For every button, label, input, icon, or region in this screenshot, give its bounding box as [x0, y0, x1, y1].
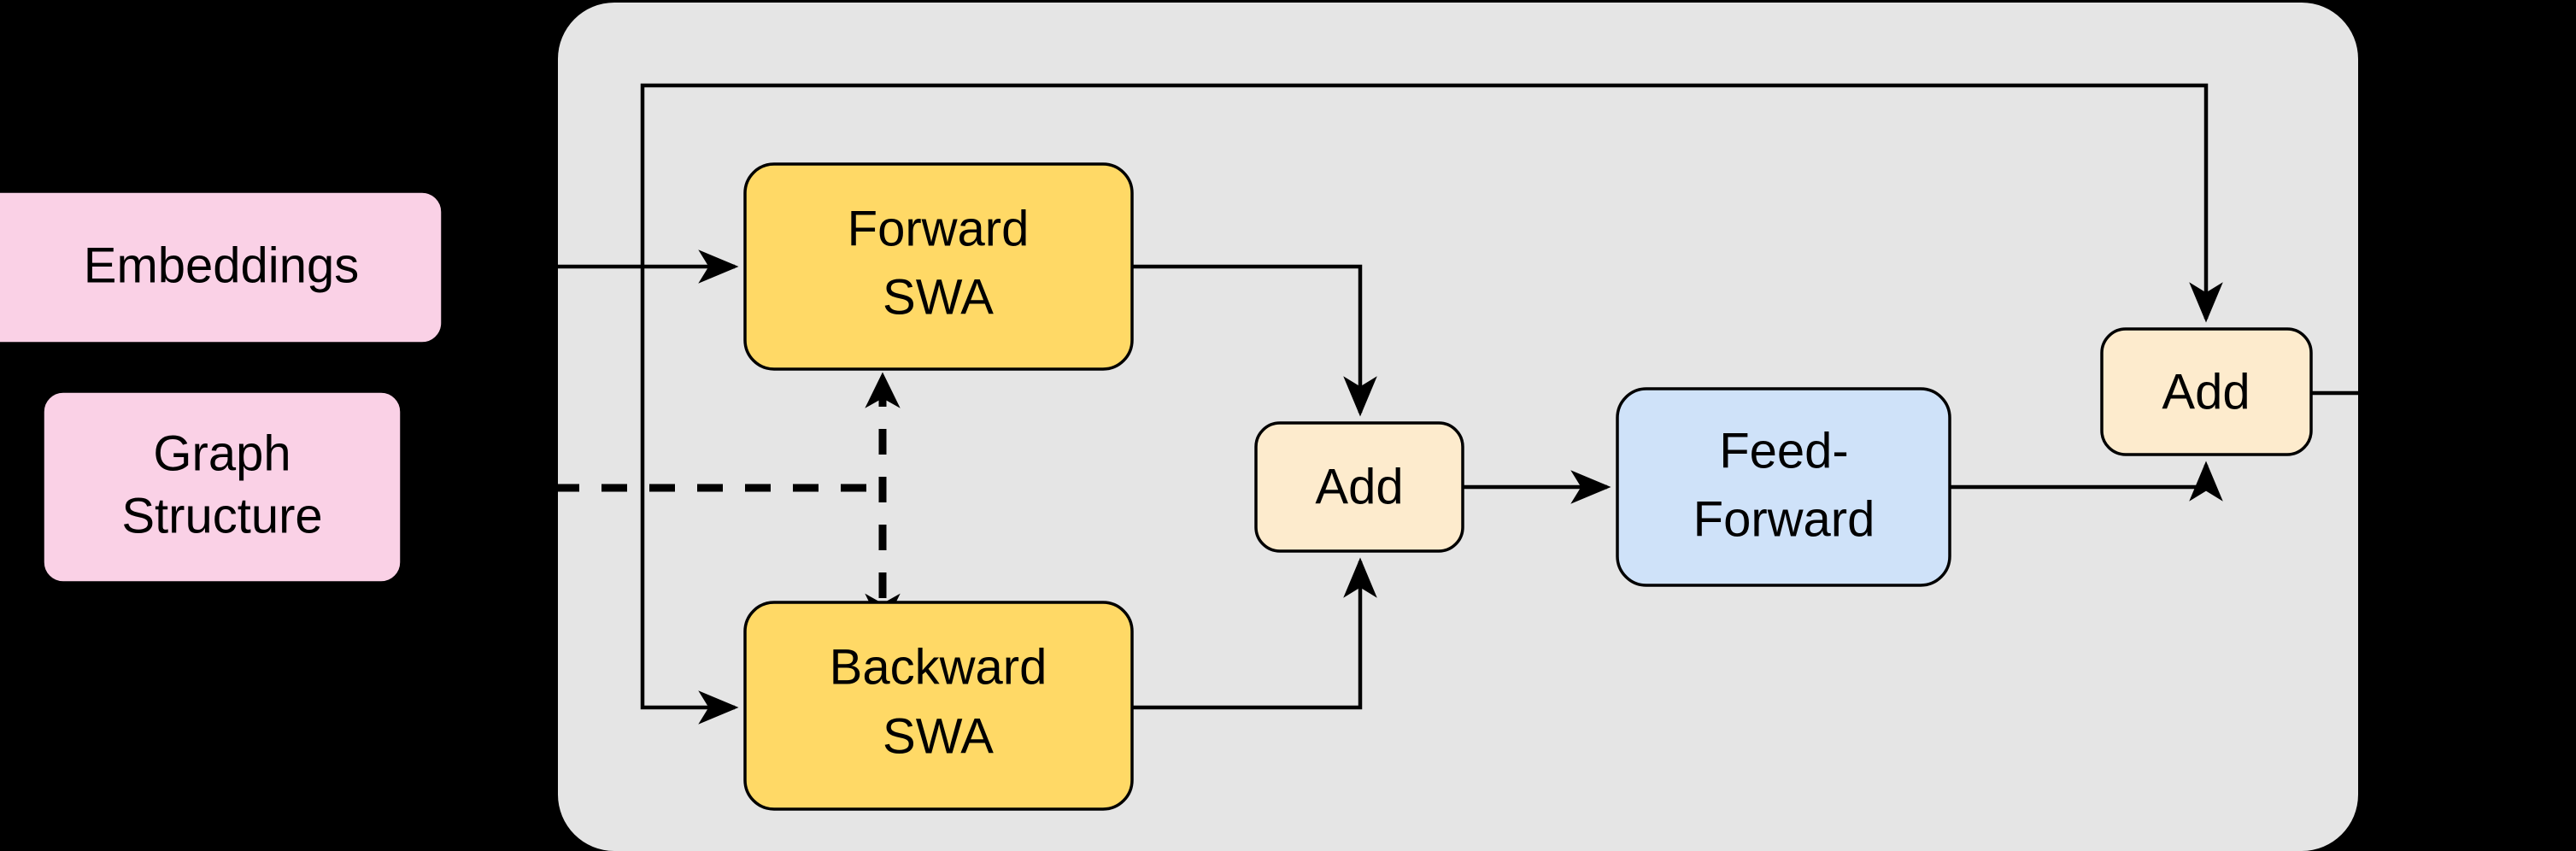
feed-forward-box[interactable]: [1616, 387, 1951, 587]
graph-structure-label-line1: Graph: [153, 426, 290, 481]
node-forward-swa[interactable]: Forward SWA: [743, 162, 1134, 371]
edge-forward-swa-to-add-attention: [1132, 264, 1377, 417]
backward-swa-label-line2: SWA: [883, 708, 994, 764]
node-feed-forward[interactable]: Feed- Forward: [1616, 387, 1951, 587]
node-backward-swa[interactable]: Backward SWA: [743, 601, 1134, 811]
embeddings-label: Embeddings: [84, 238, 359, 293]
graph-structure-label-line2: Structure: [121, 488, 322, 543]
embeddings-box[interactable]: [0, 190, 444, 345]
node-add-attention[interactable]: Add: [1254, 421, 1464, 553]
node-add-residual[interactable]: Add: [2100, 327, 2313, 456]
backward-swa-label-line1: Backward: [830, 639, 1047, 695]
feed-forward-label-line2: Forward: [1693, 491, 1875, 547]
add-residual-box[interactable]: [2100, 327, 2313, 456]
forward-swa-box[interactable]: [743, 162, 1134, 371]
forward-swa-label-line1: Forward: [848, 201, 1030, 256]
backward-swa-box[interactable]: [743, 601, 1134, 811]
graph-structure-box[interactable]: [41, 390, 403, 584]
add-residual-label: Add: [2162, 364, 2250, 420]
forward-swa-label-line2: SWA: [883, 269, 994, 325]
edge-backward-swa-to-add-attention: [1132, 557, 1377, 710]
edge-skip-input-to-add-residual: [640, 83, 2223, 323]
edge-input-branch-to-backward-swa: [640, 267, 739, 725]
add-attention-label: Add: [1315, 459, 1403, 514]
feed-forward-label-line1: Feed-: [1719, 423, 1849, 478]
edge-feed-forward-to-add-residual: [1950, 461, 2223, 502]
node-embeddings[interactable]: Embeddings: [0, 190, 444, 345]
add-attention-box[interactable]: [1254, 421, 1464, 553]
node-graph-structure[interactable]: Graph Structure: [41, 390, 403, 584]
